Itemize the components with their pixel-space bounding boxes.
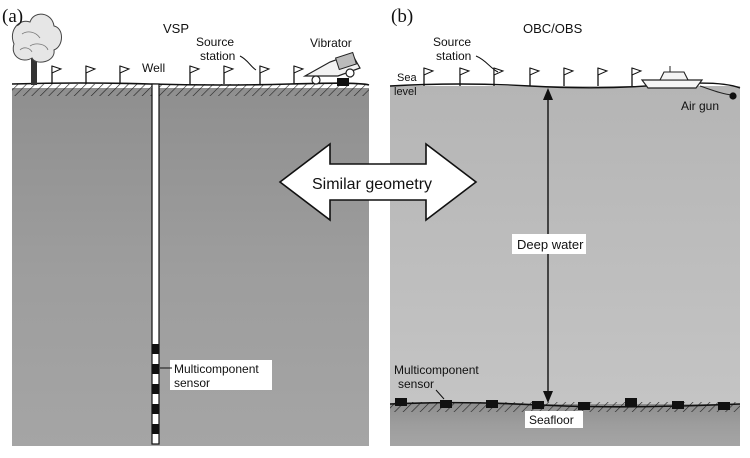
similar-geometry-label: Similar geometry [312,176,432,193]
panel-a-sensor-label-1: Multicomponent [174,362,259,376]
well-sensor-string [152,344,159,434]
seafloor-sensor [718,402,730,410]
panel-b: Deep water (b) OBC/OBS Source station Se… [389,6,741,446]
earth-subsurface [12,88,369,446]
flag-icon [493,67,505,86]
well-sensor [152,404,159,414]
panel-b-title: OBC/OBS [523,21,583,36]
panel-b-sensor-label-1: Multicomponent [394,363,479,377]
well-sensor [152,384,159,394]
source-station-leader [239,55,257,71]
double-arrow-icon: Similar geometry [278,142,478,222]
air-gun-icon [729,92,737,100]
flag-icon [51,65,63,84]
seafloor-sensor [440,400,452,408]
air-gun-tow-cable [699,85,733,96]
seafloor-sensor [532,401,544,409]
panel-b-source-station-leader [475,55,499,73]
sea-level-line [389,82,741,89]
sea-level-label-1: Sea [397,72,417,84]
flag-icon [529,67,541,86]
seafloor-label: Seafloor [529,413,574,427]
flag-icon [563,67,575,86]
well-label: Well [142,61,165,75]
panel-b-sensor-leader [435,389,445,400]
flag-icon [85,65,97,84]
well-bore [151,83,160,445]
panel-a-title: VSP [163,21,189,36]
well-sensor [152,424,159,434]
flag-icon [597,67,609,86]
sensor-label-backing [170,360,272,390]
flag-icon [189,65,201,84]
flag-icon [459,67,471,86]
flag-icon [293,65,305,84]
panel-b-source-station-label-1: Source [433,35,471,49]
panel-a-source-station-label-1: Source [196,35,234,49]
panel-a: (a) VSP Source station Vibrator Well Mul… [2,6,370,446]
sea-level-label-2: level [394,86,417,98]
seafloor-sensor [578,402,590,410]
vibrator-label: Vibrator [310,36,352,50]
flag-icon [423,67,435,86]
air-gun-label: Air gun [681,99,719,113]
boat-icon [640,66,704,89]
seafloor-sensor [672,401,684,409]
seafloor-hatch-band [390,402,740,412]
flag-icon [223,65,235,84]
seafloor-sensor [486,400,498,408]
seafloor-sensor [395,398,407,406]
panel-a-sensor-label-2: sensor [174,376,210,390]
deep-water-label-backing [512,234,586,254]
panel-b-letter: (b) [391,6,413,27]
well-sensor [152,364,159,374]
flag-icon [119,65,131,84]
flag-icon [631,67,643,86]
panel-b-source-station-label-2: station [436,49,471,63]
ground-surface-line [11,82,370,86]
tree-icon [12,13,62,85]
seafloor-label-backing [525,411,583,428]
panel-b-sensor-label-2: sensor [398,377,434,391]
ground-hatch-band [12,84,369,96]
panel-a-source-station-label-2: station [200,49,235,63]
panel-a-letter: (a) [2,6,23,27]
vibrator-truck-icon [302,51,361,86]
seafloor-sensor [625,398,637,406]
flag-icon [259,65,271,84]
well-sensor [152,344,159,354]
deep-water-label: Deep water [517,237,584,252]
